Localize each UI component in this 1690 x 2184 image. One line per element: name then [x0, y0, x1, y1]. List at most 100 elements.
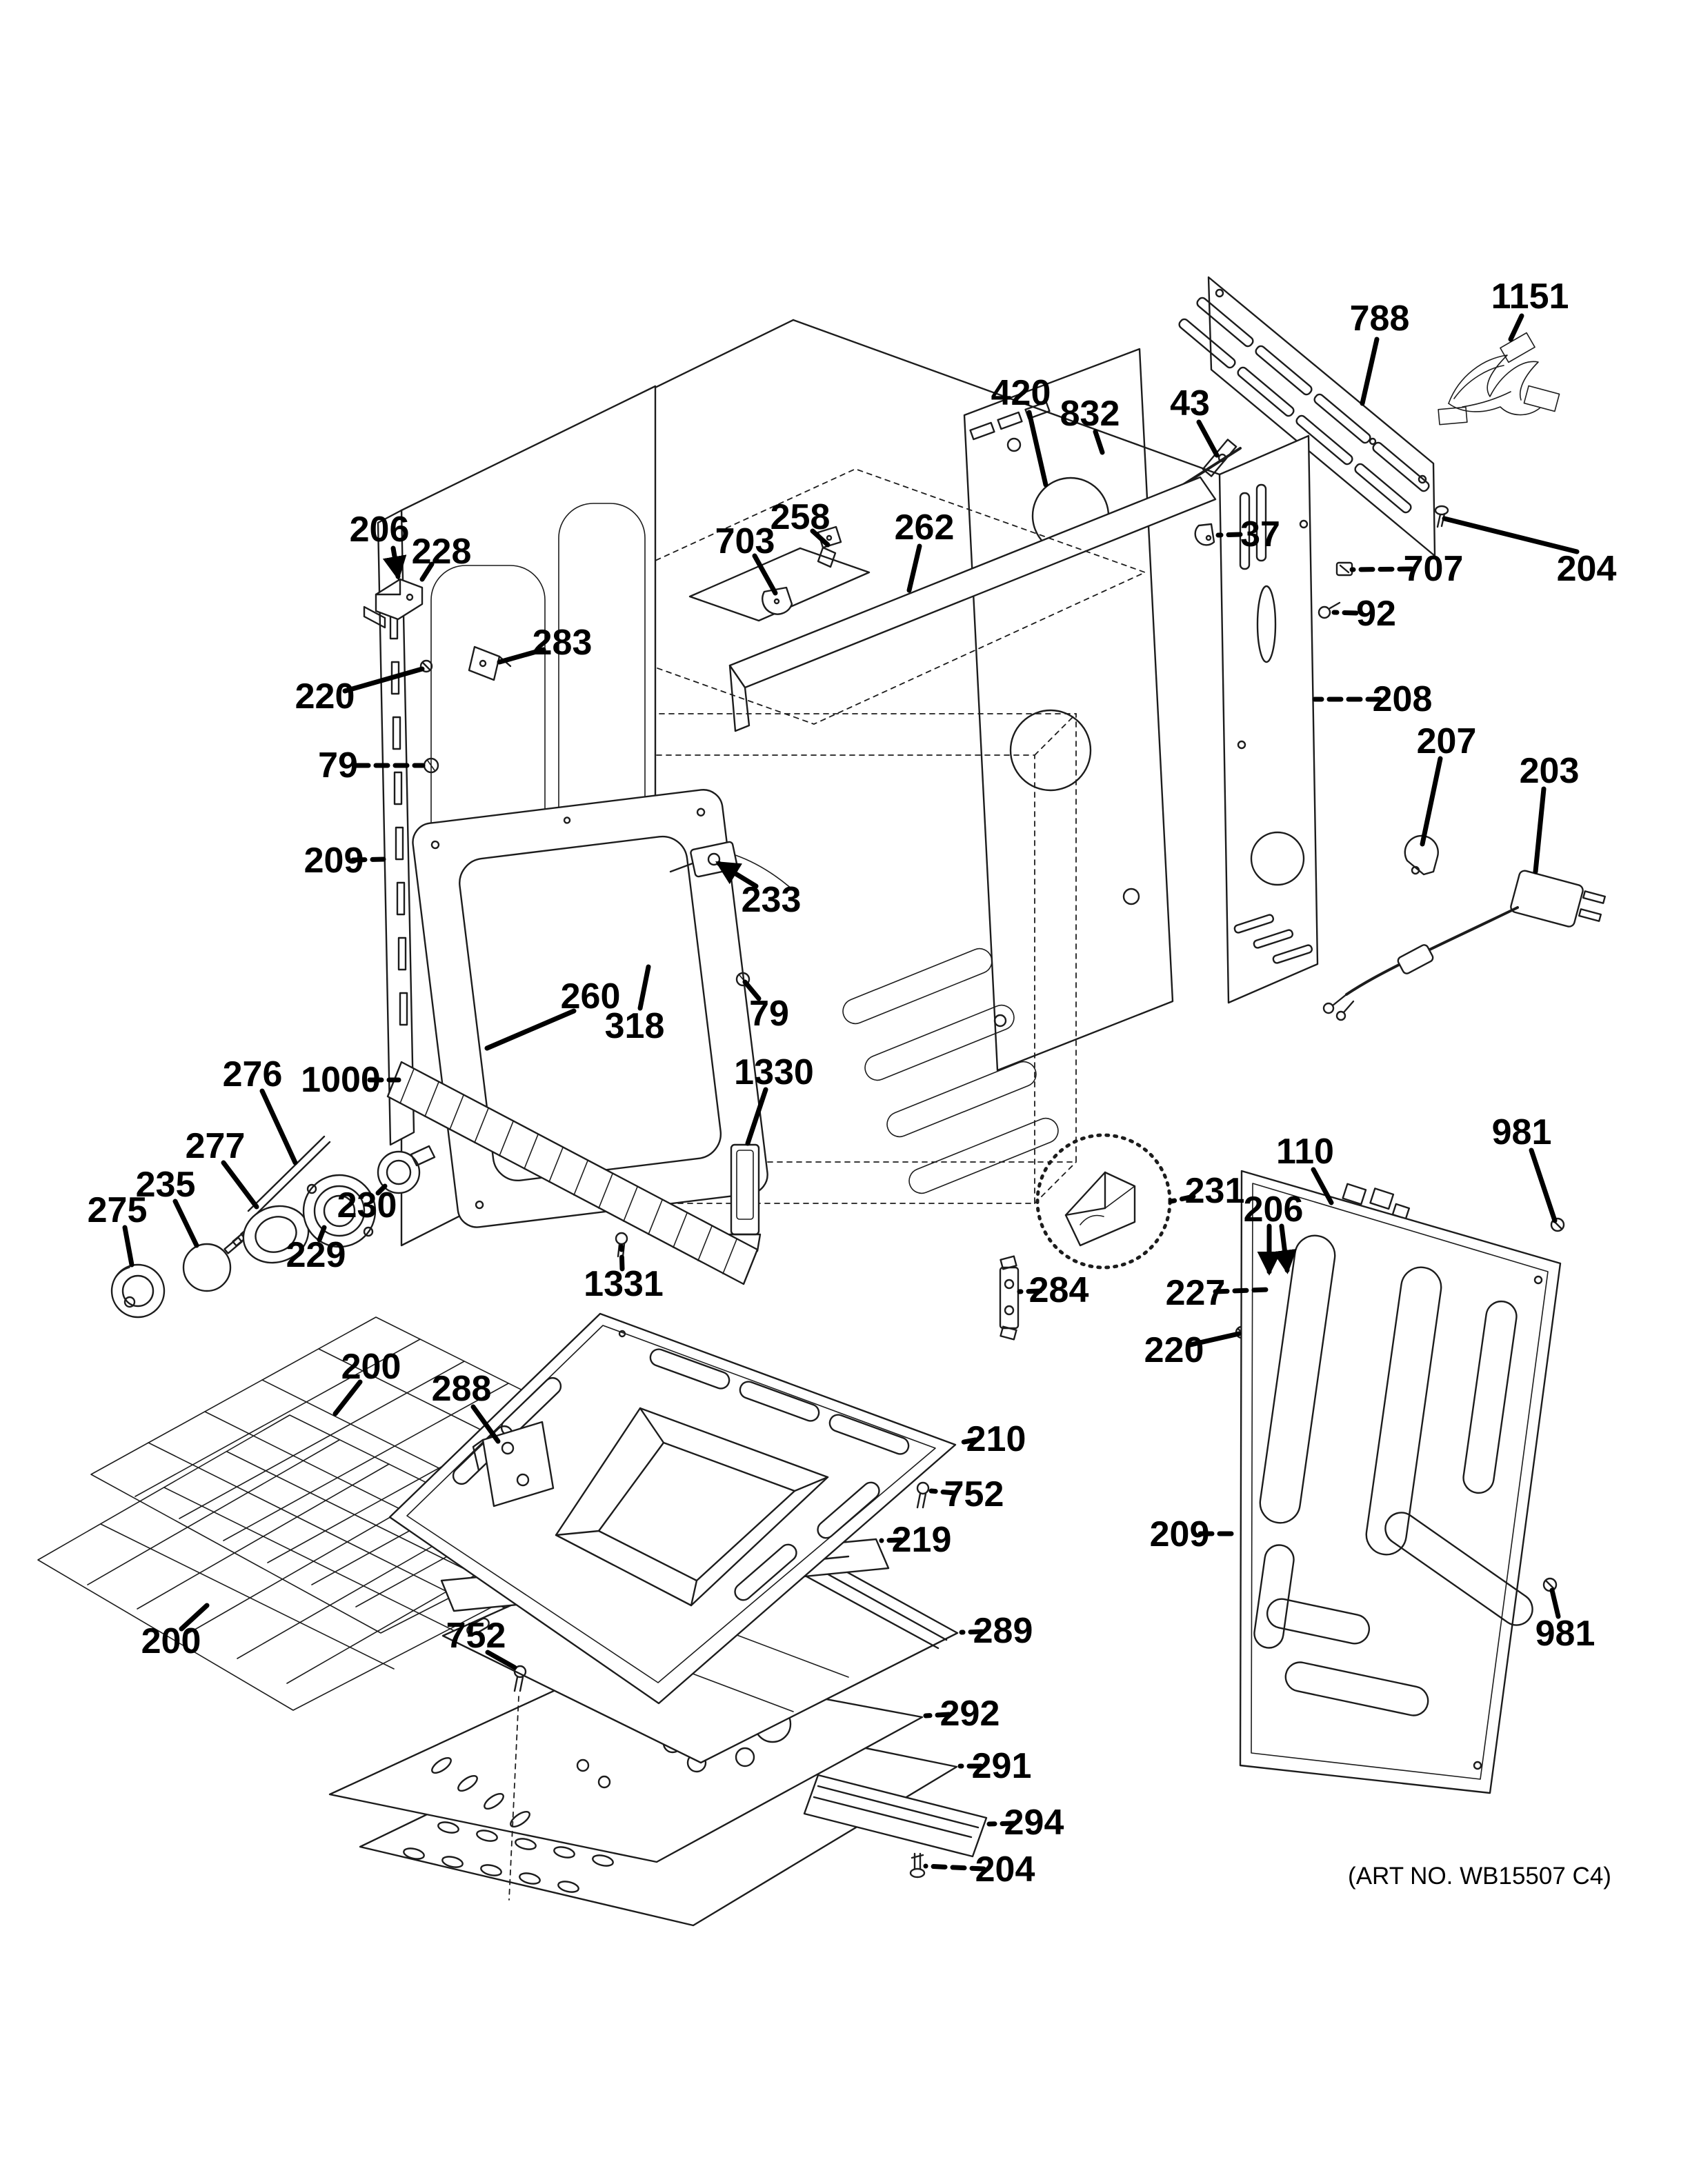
latch-rod-1330 — [726, 1143, 762, 1252]
leader-206 — [382, 545, 407, 581]
leader-230 — [375, 1183, 388, 1196]
leader-228 — [419, 561, 435, 582]
part-label-200: 200 — [141, 1621, 201, 1661]
bracket-288 — [472, 1421, 555, 1507]
leader-200 — [332, 1379, 363, 1416]
main-top-210 — [388, 1312, 957, 1705]
part-label-832: 832 — [1060, 394, 1120, 434]
part-label-228: 228 — [412, 532, 472, 572]
part-label-752: 752 — [446, 1616, 506, 1656]
leader-110 — [1311, 1167, 1334, 1205]
screw-92 — [1318, 601, 1341, 619]
leader-260 — [484, 1008, 577, 1051]
lamp-cover-275 — [110, 1263, 166, 1319]
rear-wall-420 — [963, 348, 1174, 1072]
part-label-291: 291 — [972, 1746, 1032, 1786]
leader-258 — [810, 528, 831, 548]
leader-204 — [1442, 516, 1580, 554]
power-cord-203 — [1322, 870, 1606, 1021]
part-label-92: 92 — [1356, 594, 1396, 634]
leader-209 — [350, 856, 386, 863]
screw-752-lower — [508, 1665, 527, 1901]
part-label-210: 210 — [966, 1419, 1026, 1459]
leader-233 — [715, 861, 759, 889]
part-label-206: 206 — [1244, 1190, 1304, 1230]
part-label-200: 200 — [341, 1347, 401, 1387]
wire-harness-1151 — [1438, 332, 1560, 425]
leader-262 — [906, 543, 922, 593]
leader-752 — [928, 1488, 957, 1496]
leader-981 — [1549, 1587, 1561, 1619]
screw-752-upper — [916, 1481, 930, 1509]
door-outer-panel-209 — [1239, 1170, 1562, 1794]
clip-703 — [762, 586, 793, 615]
part-label-231: 231 — [1185, 1171, 1245, 1211]
part-label-1151: 1151 — [1491, 277, 1569, 317]
part-label-703: 703 — [715, 521, 775, 561]
leader-283 — [497, 647, 546, 665]
burner-tubes — [842, 948, 1059, 1194]
leader-288 — [470, 1404, 501, 1444]
leader-420 — [1026, 410, 1048, 488]
part-label-262: 262 — [895, 508, 955, 548]
leader-275 — [122, 1225, 135, 1268]
latch-keeper-206-228 — [363, 578, 424, 629]
part-label-204: 204 — [975, 1850, 1035, 1890]
leader-231 — [1169, 1194, 1196, 1204]
leader-204 — [923, 1863, 986, 1872]
leader-832 — [1093, 429, 1105, 455]
part-label-288: 288 — [432, 1369, 492, 1409]
leader-219 — [879, 1537, 904, 1543]
part-label-292: 292 — [940, 1694, 1000, 1734]
leader-207 — [1420, 756, 1443, 847]
part-label-227: 227 — [1166, 1273, 1226, 1313]
part-label-277: 277 — [186, 1126, 246, 1166]
leader-227 — [1213, 1287, 1271, 1294]
part-label-110: 110 — [1276, 1132, 1334, 1172]
part-label-235: 235 — [136, 1165, 196, 1205]
leader-220 — [342, 666, 425, 694]
leader-703 — [752, 553, 778, 596]
part-label-206: 206 — [350, 510, 410, 550]
leader-206 — [1273, 1223, 1297, 1274]
part-label-37: 37 — [1240, 514, 1280, 554]
leader-752 — [485, 1650, 517, 1670]
leader-200 — [179, 1603, 210, 1632]
leader-788 — [1360, 337, 1380, 406]
leader-277 — [221, 1160, 259, 1210]
part-label-283: 283 — [533, 623, 593, 663]
part-label-289: 289 — [973, 1611, 1033, 1651]
clip-37 — [1194, 523, 1215, 546]
leader-284 — [1017, 1288, 1043, 1294]
trim-strip-276 — [247, 1135, 331, 1218]
part-label-752: 752 — [944, 1474, 1004, 1514]
leader-1151 — [1508, 313, 1524, 342]
leader-294 — [986, 1821, 1017, 1827]
part-label-1000: 1000 — [301, 1060, 381, 1100]
heat-shield-1000 — [386, 1061, 759, 1285]
part-label-203: 203 — [1520, 751, 1580, 791]
leader-79 — [742, 979, 762, 1001]
leader-292 — [923, 1712, 952, 1719]
part-label-318: 318 — [605, 1006, 665, 1046]
lamp-socket-230 — [377, 1145, 436, 1194]
leader-43 — [1196, 419, 1220, 458]
part-label-219: 219 — [892, 1520, 952, 1560]
leader-318 — [637, 964, 651, 1011]
leader-229 — [317, 1225, 327, 1243]
part-label-294: 294 — [1004, 1803, 1064, 1843]
part-label-707: 707 — [1404, 549, 1464, 589]
lamp-gasket-277 — [242, 1205, 310, 1264]
screw-220-left — [419, 659, 433, 673]
leader-1330 — [745, 1087, 768, 1146]
art-number: (ART NO. WB15507 C4) — [1348, 1863, 1611, 1890]
leader-220 — [1188, 1331, 1242, 1348]
part-label-208: 208 — [1373, 679, 1433, 719]
leader-707 — [1349, 566, 1414, 572]
leader-203 — [1533, 786, 1547, 874]
part-label-275: 275 — [88, 1190, 148, 1230]
leader-981 — [1529, 1148, 1558, 1223]
